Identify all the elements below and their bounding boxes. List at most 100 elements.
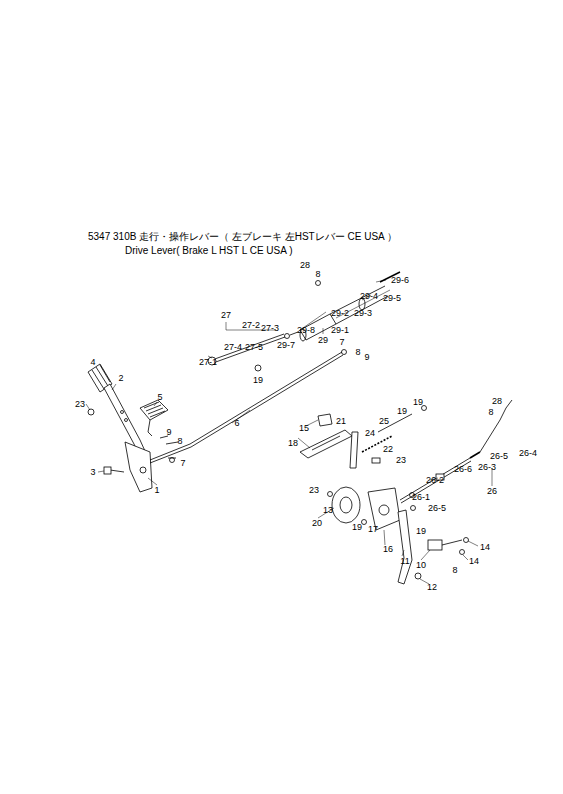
callout-number: 29-8 xyxy=(297,326,315,335)
part-stroke xyxy=(372,458,380,463)
callout-number: 12 xyxy=(427,583,437,592)
callout-number: 28 xyxy=(300,261,310,270)
washer xyxy=(411,506,416,511)
callout-number: 9 xyxy=(166,428,171,437)
callout-number: 2 xyxy=(118,374,123,383)
callout-number: 27 xyxy=(221,311,231,320)
part-stroke xyxy=(255,365,261,371)
part-stroke xyxy=(328,492,333,497)
part-stroke xyxy=(88,409,94,415)
callout-number: 19 xyxy=(413,398,423,407)
callout-number: 29-2 xyxy=(331,309,349,318)
callout-number: 29-7 xyxy=(277,341,295,350)
callout-number: 26-1 xyxy=(412,493,430,502)
damper xyxy=(285,272,401,341)
part-stroke xyxy=(323,328,324,334)
part-stroke xyxy=(402,550,404,556)
part-stroke xyxy=(464,538,469,543)
callout-number: 27-3 xyxy=(261,324,279,333)
part-stroke xyxy=(340,497,352,513)
part-stroke xyxy=(148,420,152,436)
callout-number: 29-4 xyxy=(360,292,378,301)
callout-number: 27-2 xyxy=(242,321,260,330)
part-stroke xyxy=(384,530,385,545)
part-stroke xyxy=(112,384,116,390)
part-stroke xyxy=(121,411,124,414)
part-stroke xyxy=(468,541,478,546)
callout-number: 5 xyxy=(157,393,162,402)
part-stroke xyxy=(140,467,146,473)
callout-number: 23 xyxy=(396,456,406,465)
callout-number: 19 xyxy=(416,527,426,536)
linkage-rod xyxy=(208,334,285,371)
callout-number: 29-3 xyxy=(354,309,372,318)
callout-number: 26-2 xyxy=(426,476,444,485)
callout-number: 29-1 xyxy=(331,326,349,335)
callout-number: 7 xyxy=(180,459,185,468)
part-stroke xyxy=(86,404,90,410)
callout-number: 10 xyxy=(416,561,426,570)
callout-number: 8 xyxy=(355,348,360,357)
callout-number: 14 xyxy=(469,557,479,566)
part-stroke xyxy=(398,510,412,584)
part-stroke xyxy=(110,470,124,472)
callout-number: 27-4 xyxy=(224,343,242,352)
callout-number: 20 xyxy=(312,519,322,528)
callout-number: 4 xyxy=(90,358,95,367)
part-stroke xyxy=(442,540,462,545)
callout-number: 27-1 xyxy=(199,358,217,367)
callout-number: 29-6 xyxy=(391,276,409,285)
part-stroke xyxy=(330,286,388,324)
rod xyxy=(400,400,512,503)
callout-number: 15 xyxy=(299,424,309,433)
callout-number: 17 xyxy=(368,525,378,534)
diagram-title: 5347 310B 走行・操作レバー（ 左ブレーキ 左HSTレバー CE USA… xyxy=(88,230,397,244)
part-stroke xyxy=(421,550,430,560)
callout-number: 8 xyxy=(315,270,320,279)
leader-lines xyxy=(86,280,492,584)
callout-number: 26-4 xyxy=(519,449,537,458)
part-stroke xyxy=(332,487,360,523)
part-stroke xyxy=(290,332,298,335)
part-stroke xyxy=(342,350,347,355)
callout-number: 18 xyxy=(288,439,298,448)
callout-number: 13 xyxy=(323,506,333,515)
callout-number: 19 xyxy=(397,407,407,416)
callout-number: 19 xyxy=(253,376,263,385)
callout-number: 8 xyxy=(452,566,457,575)
callout-number: 8 xyxy=(488,408,493,417)
part-stroke xyxy=(298,438,310,448)
callout-number: 27-5 xyxy=(245,343,263,352)
part-stroke xyxy=(460,550,465,555)
subtitle: Drive Lever( Brake L HST L CE USA ) xyxy=(125,245,292,256)
part-stroke xyxy=(350,432,358,468)
callout-number: 29 xyxy=(318,336,328,345)
callout-number: 7 xyxy=(339,338,344,347)
callout-number: 25 xyxy=(379,417,389,426)
part-stroke xyxy=(428,540,442,550)
pedal-pad xyxy=(140,400,168,436)
callout-number: 26-6 xyxy=(454,465,472,474)
part-stroke xyxy=(144,402,165,417)
part-stroke xyxy=(379,505,389,515)
callout-number: 14 xyxy=(480,543,490,552)
part-stroke xyxy=(318,414,332,426)
callout-number: 21 xyxy=(336,417,346,426)
part-stroke xyxy=(154,402,157,406)
callout-number: 23 xyxy=(309,486,319,495)
part-stroke xyxy=(376,280,386,282)
washer xyxy=(170,458,175,463)
part-stroke xyxy=(312,436,340,450)
part-stroke xyxy=(463,555,468,560)
callout-number: 8 xyxy=(177,437,182,446)
callout-number: 6 xyxy=(234,419,239,428)
lever-arm xyxy=(398,510,421,584)
part-stroke xyxy=(140,400,168,420)
part-stroke xyxy=(148,478,157,485)
part-stroke xyxy=(125,419,128,422)
part-stroke xyxy=(212,334,285,363)
joint xyxy=(428,538,469,555)
callout-number: 26-5 xyxy=(428,504,446,513)
part-stroke xyxy=(150,352,342,460)
